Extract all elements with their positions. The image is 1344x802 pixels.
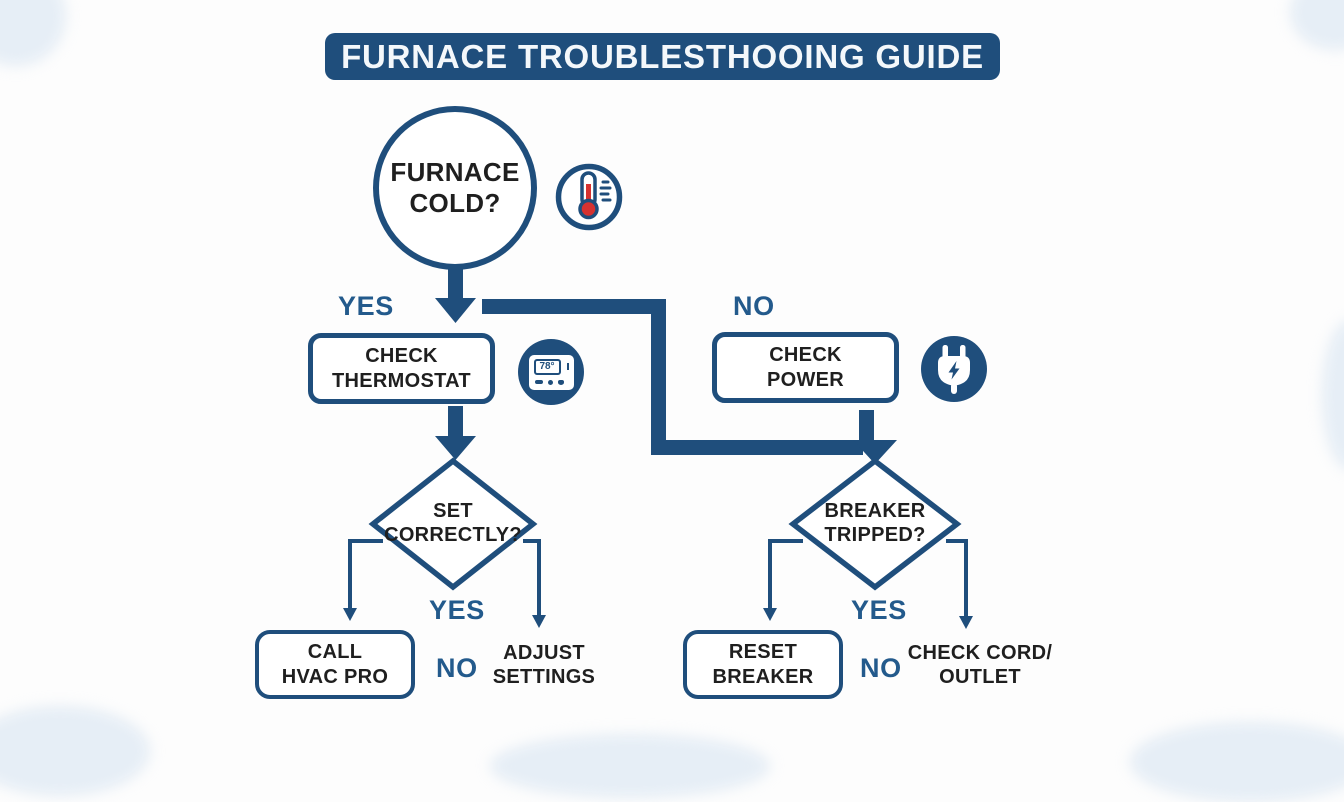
node-set-correctly-line1: SET [433, 500, 473, 522]
breaker-yes-connector [768, 539, 803, 610]
page-title-text: FURNACE TROUBLESTHOOING GUIDE [341, 37, 984, 75]
node-breaker-tripped-line1: BREAKER [824, 500, 926, 522]
node-check-thermostat-line1: CHECK [365, 345, 438, 368]
page-title: FURNACE TROUBLESTHOOING GUIDE [325, 33, 1000, 80]
breaker-yes-arrow-head [763, 608, 777, 621]
thermostat-arrow-head [435, 436, 476, 460]
node-check-power: CHECK POWER [712, 332, 899, 403]
thermostat-tick-mark [566, 362, 570, 370]
node-breaker-tripped: BREAKER TRIPPED? [795, 500, 955, 547]
node-furnace-cold: FURNACE COLD? [373, 106, 537, 270]
thermostat-arrow-shaft [448, 406, 463, 438]
root-arrow-shaft [448, 268, 463, 300]
thermometer-icon [552, 160, 626, 234]
node-reset-breaker: RESET BREAKER [683, 630, 843, 699]
set-no-label: NO [436, 653, 478, 683]
power-plug-icon [921, 336, 987, 402]
node-adjust-settings-line1: ADJUST [503, 642, 585, 664]
no-branch-pipe-top [482, 299, 666, 314]
breaker-no-arrow-head [959, 616, 973, 629]
breaker-no-label: NO [860, 653, 902, 683]
breaker-arrow-head [853, 440, 897, 464]
node-adjust-settings: ADJUST SETTINGS [480, 641, 608, 690]
background-tint [1322, 320, 1344, 470]
node-check-power-line1: CHECK [769, 344, 842, 367]
root-arrow-head [435, 298, 476, 323]
node-call-hvac-pro-line1: CALL [307, 641, 363, 664]
node-check-thermostat-line2: THERMOSTAT [332, 369, 471, 392]
node-set-correctly-line2: CORRECTLY? [384, 523, 522, 546]
set-no-arrow-head [343, 608, 357, 621]
node-reset-breaker-line2: BREAKER [712, 665, 814, 688]
flow-connectors-layer [343, 268, 973, 629]
thermostat-buttons [534, 379, 564, 385]
node-reset-breaker-line1: RESET [728, 641, 798, 664]
node-furnace-cold-line2: COLD? [409, 188, 501, 218]
set-yes-connector [523, 539, 541, 617]
thermostat-device: 78° [528, 354, 574, 390]
node-check-cord-outlet-line2: OUTLET [939, 666, 1021, 689]
node-check-thermostat: CHECK THERMOSTAT [308, 333, 495, 404]
root-no-label: NO [733, 291, 775, 321]
set-yes-arrow-head [532, 615, 546, 628]
breaker-tripped-diamond [788, 457, 962, 591]
power-arrow-shaft [859, 410, 874, 444]
node-call-hvac-pro: CALL HVAC PRO [255, 630, 415, 699]
node-check-cord-outlet-line1: CHECK CORD/ [907, 642, 1053, 664]
node-furnace-cold-line1: FURNACE [390, 157, 520, 188]
thermostat-icon: 78° [518, 339, 584, 405]
node-check-cord-outlet: CHECK CORD/ OUTLET [900, 641, 1060, 690]
set-no-connector [348, 539, 383, 610]
node-adjust-settings-line2: SETTINGS [492, 666, 596, 689]
set-yes-label: YES [429, 595, 485, 625]
node-set-correctly: SET CORRECTLY? [373, 500, 533, 547]
breaker-yes-label: YES [851, 595, 907, 625]
no-branch-pipe-bottom [651, 440, 863, 455]
thermostat-display: 78° [533, 358, 561, 375]
node-call-hvac-pro-line2: HVAC PRO [281, 665, 389, 688]
breaker-no-connector [946, 539, 968, 618]
no-branch-pipe-vertical [651, 299, 666, 455]
node-check-power-line2: POWER [766, 368, 845, 391]
root-yes-label: YES [338, 291, 394, 321]
set-correctly-diamond [368, 457, 538, 591]
node-breaker-tripped-line2: TRIPPED? [824, 523, 926, 546]
